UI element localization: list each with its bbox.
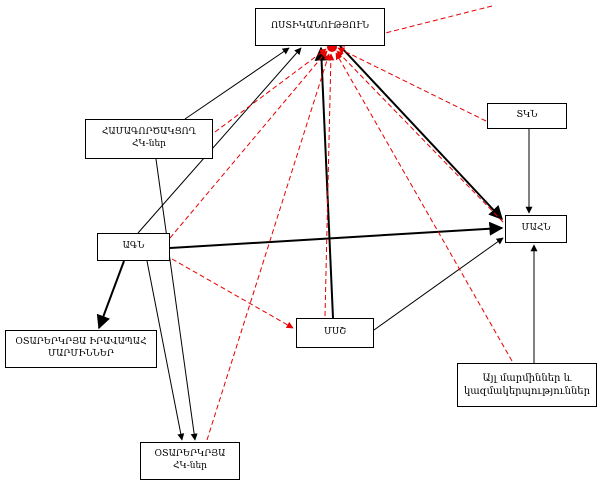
edge-msh-to-police bbox=[314, 46, 334, 319]
edge-foreign_ngo-to-hub bbox=[206, 53, 331, 441]
edge-agn-to-police bbox=[137, 47, 302, 234]
edge-hamag-to-foreign_ngo bbox=[155, 158, 198, 441]
edge-mahn-to-hub bbox=[336, 50, 504, 223]
node-cooperating-ngos-label: ՀԱՄԱԳՈՐԾԱԿՑՈՂ ՀԿ-ներ bbox=[101, 127, 197, 149]
edge-hamag-to-hub bbox=[214, 48, 327, 133]
node-police-label: ՈՍՏԻԿԱՆՈՒԹՅՈՒՆ bbox=[270, 21, 370, 32]
node-other-bodies-label: Այլ մարմիններ և կազմակերպություններ bbox=[463, 373, 591, 397]
node-cooperating-ngos: ՀԱՄԱԳՈՐԾԱԿՑՈՂ ՀԿ-ներ bbox=[85, 119, 213, 159]
edge-agn-to-mahn bbox=[169, 221, 504, 249]
node-mahn: ՄԱՀՆ bbox=[505, 215, 567, 243]
edge-hamag-to-police bbox=[184, 47, 290, 120]
edge-agn-to-foreign_ngo bbox=[146, 260, 185, 441]
edge-msh-to-mahn bbox=[373, 237, 504, 331]
node-tkn-label: ՏԿՆ bbox=[516, 110, 538, 121]
node-foreign-ngos-label: ՕՏԱՐԵՐԿՐՅԱ ՀԿ-ներ bbox=[154, 449, 226, 471]
node-msh: ՄՍՇ bbox=[296, 318, 374, 348]
node-foreign-law-enforcement-label: ՕՏԱՐԵՐԿՐՅԱ ԻՐԱՎԱՊԱՀ ՄԱՐՄԻՆՆԵՐ bbox=[15, 337, 147, 359]
node-foreign-ngos: ՕՏԱՐԵՐԿՐՅԱ ՀԿ-ներ bbox=[140, 442, 240, 480]
edge-tkn-to-hub bbox=[337, 47, 487, 122]
node-agn: ԱԳՆ bbox=[97, 233, 170, 261]
edge-agn-to-hub bbox=[169, 50, 328, 239]
node-foreign-law-enforcement: ՕՏԱՐԵՐԿՐՅԱ ԻՐԱՎԱՊԱՀ ՄԱՐՄԻՆՆԵՐ bbox=[5, 330, 157, 368]
node-msh-label: ՄՍՇ bbox=[323, 327, 347, 338]
edge-agn-to-foreign_law bbox=[96, 260, 125, 330]
node-mahn-label: ՄԱՀՆ bbox=[521, 223, 551, 234]
node-tkn: ՏԿՆ bbox=[487, 103, 567, 129]
node-police: ՈՍՏԻԿԱՆՈՒԹՅՈՒՆ bbox=[255, 8, 385, 46]
edge-ayl-to-hub bbox=[335, 52, 513, 362]
edge-msh-to-hub bbox=[324, 53, 335, 317]
edge-police-to-mahn bbox=[339, 45, 503, 221]
node-other-bodies: Այլ մարմիններ և կազմակերպություններ bbox=[457, 363, 597, 407]
node-agn-label: ԱԳՆ bbox=[122, 241, 145, 252]
edge-agn-to-msh bbox=[171, 258, 294, 329]
